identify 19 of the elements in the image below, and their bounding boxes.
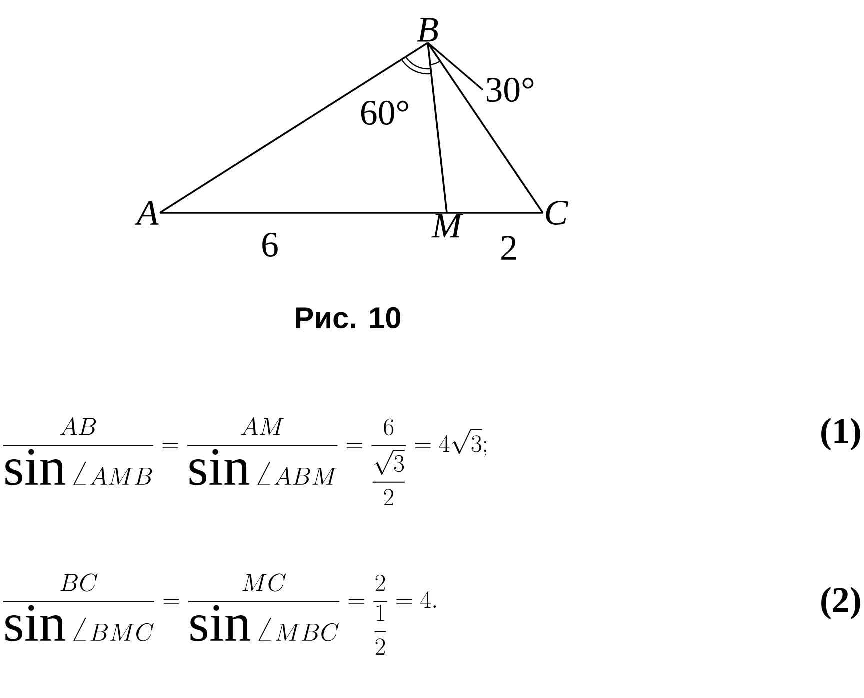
vertex-label: C <box>546 200 568 226</box>
vertex-label: B <box>417 18 438 42</box>
line-segment <box>427 42 484 91</box>
figure-caption: Рис. 10 <box>296 307 401 329</box>
equation-number: (1) <box>822 418 860 451</box>
edge-label: 2 <box>502 236 516 260</box>
line-segment <box>447 212 543 214</box>
line-segment <box>160 212 447 214</box>
line-segment <box>427 42 544 214</box>
equation-number: (2) <box>822 587 860 620</box>
angle-label: 30° <box>486 78 534 102</box>
angle-label: 60° <box>361 100 408 126</box>
edge-label: 6 <box>262 232 278 258</box>
line-segment <box>427 42 448 214</box>
vertex-label: A <box>134 201 159 225</box>
formula: $\dfrac{BC}{\sin\angle BMC}=\dfrac{MC}{\sin\angle MBC}=\dfrac{2}{\dfrac{1}{2}}=4.$ <box>3 574 436 656</box>
vertex-label: M <box>432 214 464 238</box>
formula: $\dfrac{AB}{\sin\angle AMB}=\dfrac{AM}{\sin\angle ABM}=\dfrac{6}{\dfrac{\sqrt{3}}{2}}=4\sqrt{3};$ <box>3 418 486 506</box>
line-segment <box>160 42 428 214</box>
